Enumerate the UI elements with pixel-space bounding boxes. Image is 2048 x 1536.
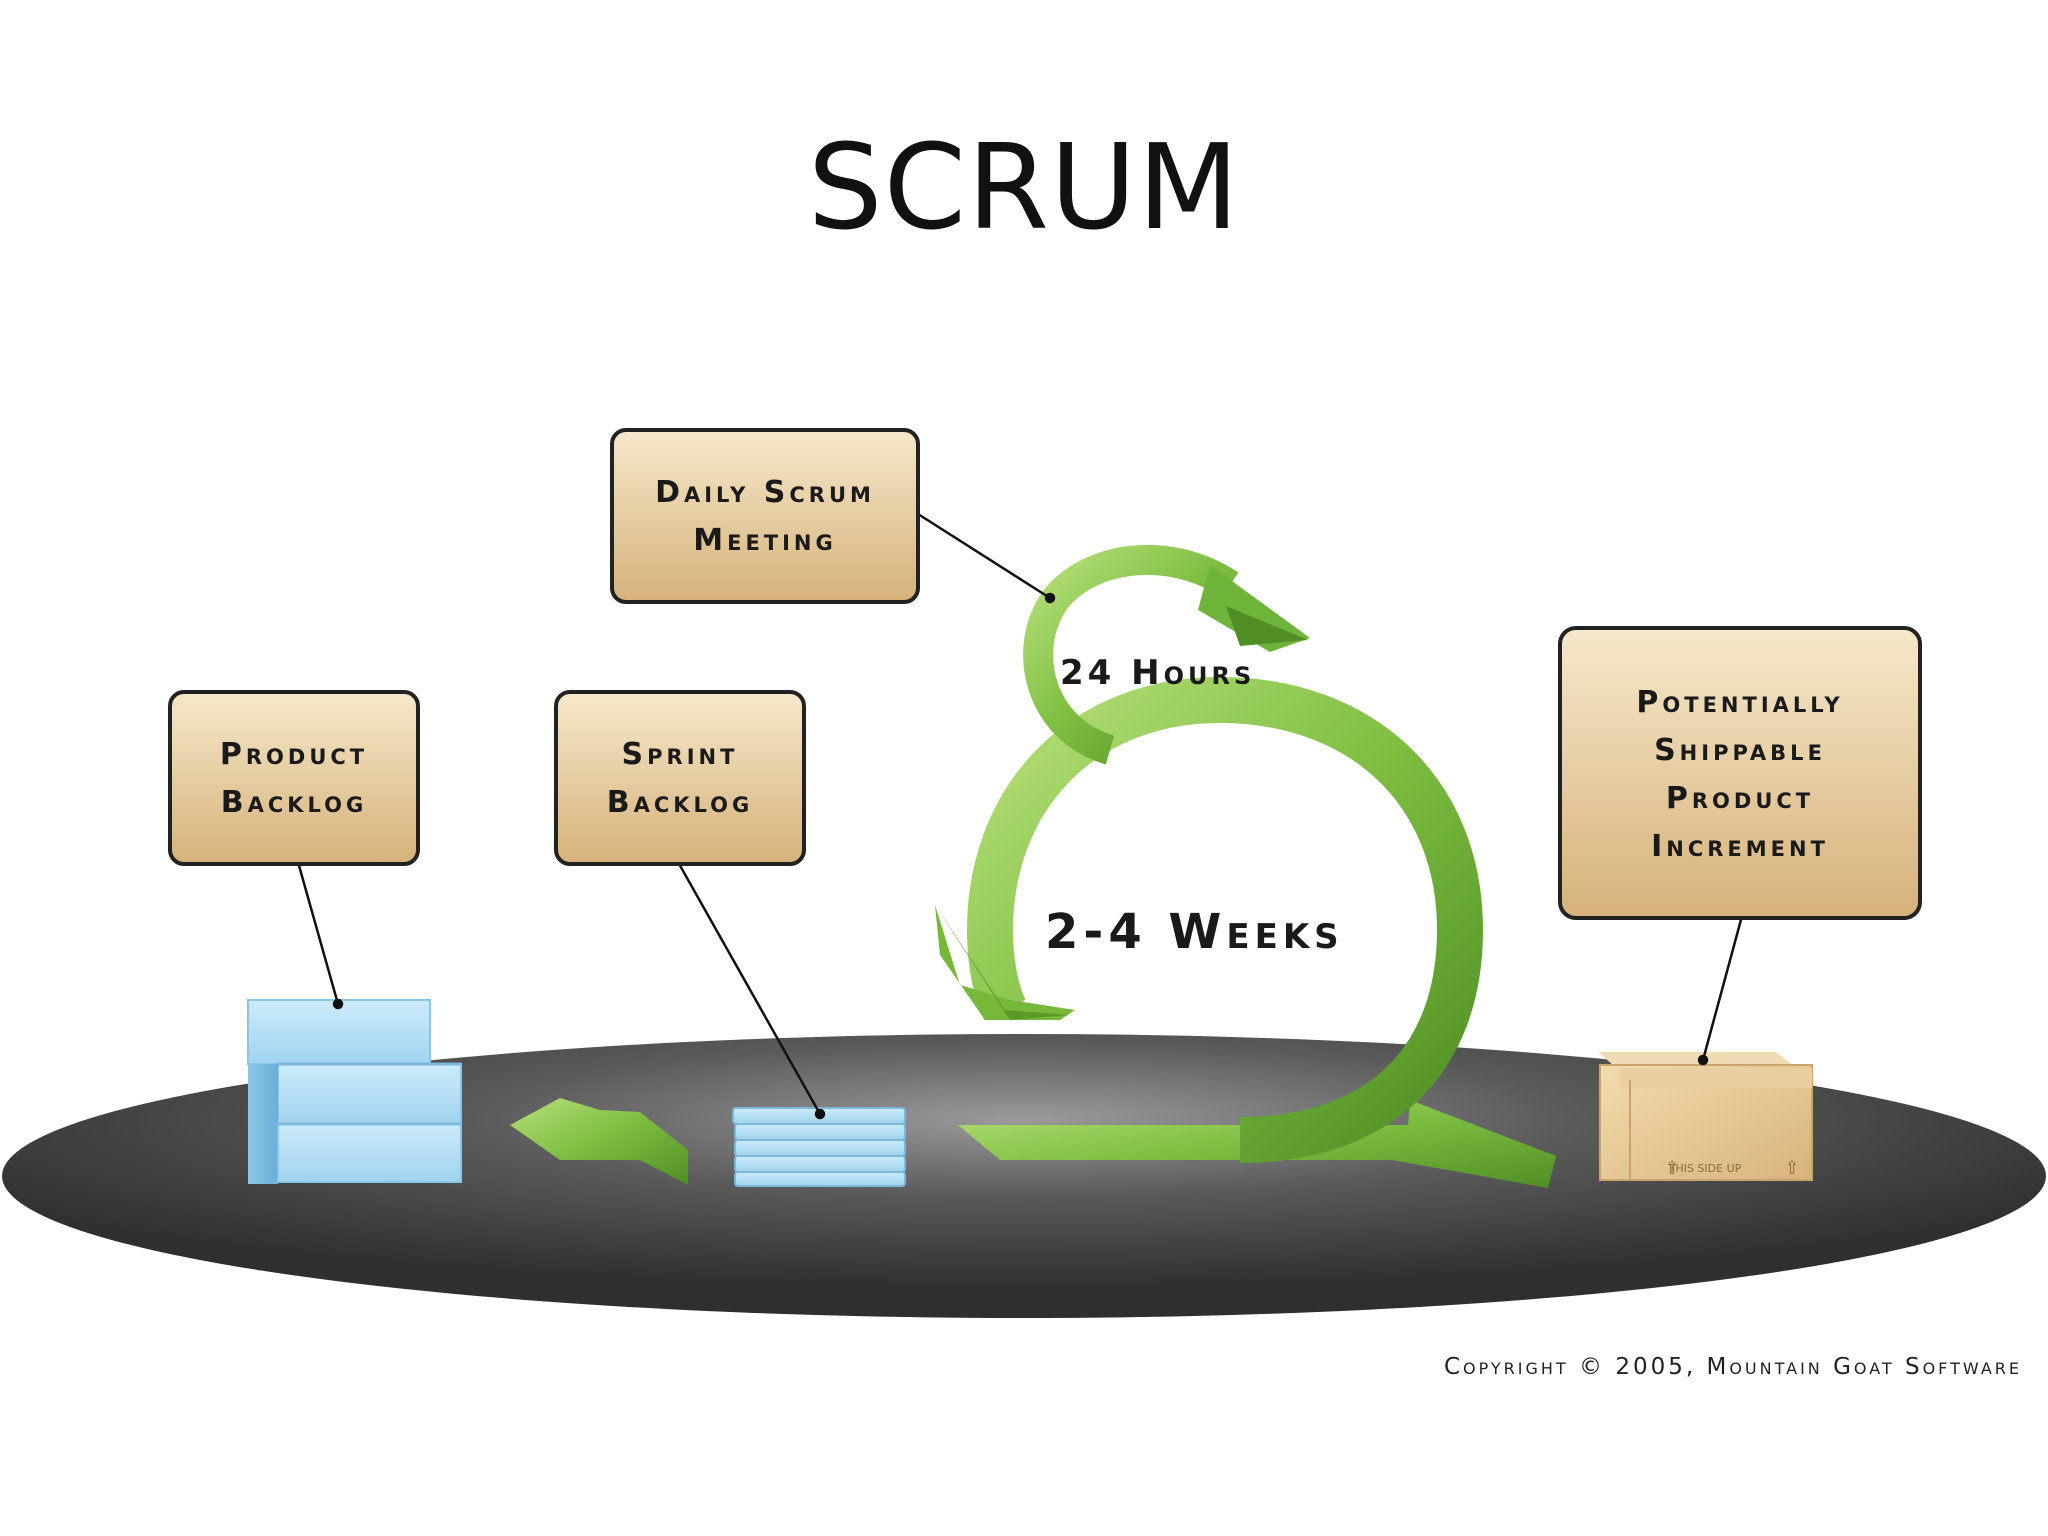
sprint-backlog-box: Sprint Backlog bbox=[554, 690, 806, 866]
increment-line-2: Shippable bbox=[1654, 733, 1826, 768]
daily-loop-label: 24 Hours bbox=[1060, 653, 1255, 693]
increment-line-3: Product bbox=[1666, 781, 1814, 816]
sprint-backlog-line-1: Sprint bbox=[622, 737, 739, 772]
connector-lines bbox=[296, 512, 1744, 1120]
daily-scrum-line-2: Meeting bbox=[693, 523, 837, 558]
sprint-loop-label: 2-4 Weeks bbox=[1045, 904, 1344, 960]
increment-box: Potentially Shippable Product Increment bbox=[1558, 626, 1922, 920]
increment-line-4: Increment bbox=[1651, 829, 1829, 864]
slide-title: SCRUM bbox=[807, 118, 1241, 256]
increment-line-1: Potentially bbox=[1636, 685, 1843, 720]
product-backlog-box: Product Backlog bbox=[168, 690, 420, 866]
daily-loop-arrow bbox=[1023, 545, 1310, 765]
copyright-notice: Copyright © 2005, Mountain Goat Software bbox=[1443, 1354, 2022, 1380]
backlog-arrow bbox=[510, 1098, 688, 1185]
sprint-backlog-line-2: Backlog bbox=[607, 785, 754, 820]
daily-scrum-line-1: Daily Scrum bbox=[655, 475, 875, 510]
sprint-loop-arrow bbox=[935, 676, 1556, 1188]
up-arrow-right-icon: ⇧ bbox=[1784, 1158, 1799, 1178]
sprint-backlog-stack bbox=[732, 1107, 906, 1187]
floor-ellipse bbox=[2, 1034, 2046, 1318]
product-backlog-line-2: Backlog bbox=[221, 785, 368, 820]
product-backlog-line-1: Product bbox=[220, 737, 368, 772]
shippable-product-box: THIS SIDE UP ⇧ ⇧ bbox=[1598, 1052, 1813, 1181]
up-arrow-left-icon: ⇧ bbox=[1664, 1158, 1679, 1178]
daily-scrum-box: Daily Scrum Meeting bbox=[610, 428, 920, 604]
product-backlog-stack bbox=[247, 999, 462, 1184]
this-side-up-label: THIS SIDE UP bbox=[1668, 1162, 1742, 1175]
